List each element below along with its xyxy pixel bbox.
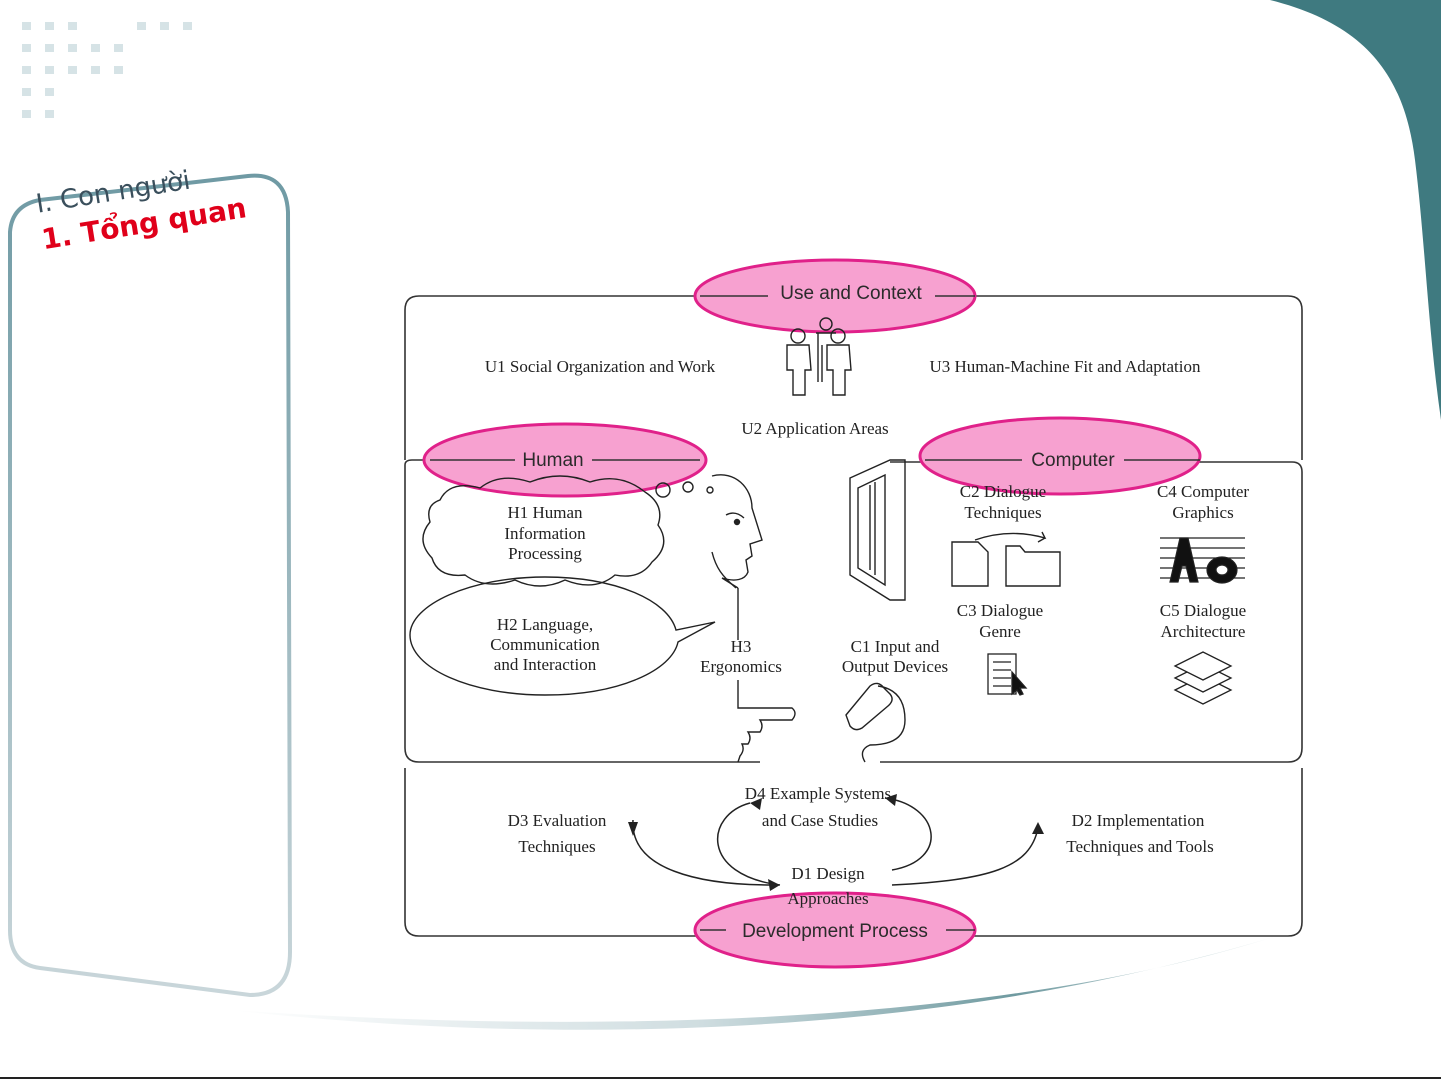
- decorative-dot: [45, 44, 54, 52]
- decorative-dot: [68, 66, 77, 74]
- mouse-icon: [845, 682, 906, 763]
- decorative-dot: [183, 22, 192, 30]
- label-c1-line1: C1 Input and: [851, 637, 940, 656]
- monitor-icon: [849, 459, 906, 601]
- decorative-dot: [22, 44, 31, 52]
- decorative-dot: [114, 44, 123, 52]
- label-d1-line1: D1 Design: [791, 864, 865, 883]
- document-list-icon: [987, 653, 1028, 696]
- label-c4-line2: Graphics: [1172, 503, 1233, 522]
- label-d2-line2: Techniques and Tools: [1066, 837, 1213, 856]
- head-profile-icon: [711, 474, 763, 640]
- label-d2-line1: D2 Implementation: [1072, 811, 1205, 830]
- decorative-dot: [114, 66, 123, 74]
- pointing-hand-icon: [737, 680, 796, 763]
- label-d4-line1: D4 Example Systems: [745, 784, 891, 803]
- graphics-icon: [1160, 537, 1245, 584]
- label-h2-line2: Communication: [490, 635, 600, 654]
- label-d3-line1: D3 Evaluation: [508, 811, 607, 830]
- side-card: [8, 173, 293, 998]
- people-icon: [786, 317, 852, 396]
- highlight-human: [422, 422, 708, 498]
- decorative-dot: [45, 66, 54, 74]
- human-frame: [404, 459, 760, 763]
- label-h2-line3: and Interaction: [494, 655, 597, 674]
- header-development: Development Process: [742, 921, 928, 942]
- decorative-dot: [91, 44, 100, 52]
- label-u3: U3 Human-Machine Fit and Adaptation: [929, 357, 1201, 376]
- highlight-ellipses: [422, 258, 1202, 969]
- label-c1-line2: Output Devices: [842, 657, 948, 676]
- thought-cloud-icon: [422, 475, 714, 587]
- label-d1-line2: Approaches: [787, 889, 868, 908]
- header-use-context: Use and Context: [780, 283, 922, 304]
- decorative-dot: [22, 88, 31, 96]
- label-h2-line1: H2 Language,: [497, 615, 593, 634]
- label-c5-line2: Architecture: [1161, 622, 1246, 641]
- slide-bottom-border: [0, 1077, 1441, 1079]
- arrow-heads: [628, 794, 1044, 891]
- decorative-dot: [91, 66, 100, 74]
- header-computer: Computer: [1031, 450, 1115, 471]
- decorative-dot: [68, 22, 77, 30]
- process-arrows: [632, 797, 1039, 886]
- decorative-dot: [45, 22, 54, 30]
- label-c3-line2: Genre: [979, 622, 1021, 641]
- label-u1: U1 Social Organization and Work: [485, 357, 716, 376]
- label-h1-line2: Information: [504, 524, 586, 543]
- highlight-computer: [918, 416, 1202, 496]
- computer-frame: [880, 461, 1303, 763]
- decorative-dot: [137, 22, 146, 30]
- decorative-dot: [45, 88, 54, 96]
- label-d4-line2: and Case Studies: [762, 811, 878, 830]
- decorative-dot-grid: [22, 22, 222, 142]
- label-c2-line1: C2 Dialogue: [960, 482, 1046, 501]
- label-d3-line2: Techniques: [518, 837, 595, 856]
- decorative-dot: [160, 22, 169, 30]
- speech-bubble-icon: [409, 576, 716, 696]
- label-c4-line1: C4 Computer: [1157, 482, 1249, 501]
- decorative-dot: [22, 22, 31, 30]
- label-c5-line1: C5 Dialogue: [1160, 601, 1246, 620]
- header-human: Human: [522, 450, 583, 471]
- label-c3-line1: C3 Dialogue: [957, 601, 1043, 620]
- decorative-dot: [45, 110, 54, 118]
- label-h3-line2: Ergonomics: [700, 657, 782, 676]
- decorative-dot: [22, 66, 31, 74]
- label-h1-line1: H1 Human: [507, 503, 583, 522]
- label-h1-line3: Processing: [508, 544, 582, 563]
- decorative-dot: [22, 110, 31, 118]
- folder-icon: [951, 531, 1061, 587]
- layers-icon: [1173, 651, 1233, 705]
- label-u2: U2 Application Areas: [741, 419, 888, 438]
- label-h3-line1: H3: [731, 637, 752, 656]
- decorative-dot: [68, 44, 77, 52]
- label-c2-line2: Techniques: [964, 503, 1041, 522]
